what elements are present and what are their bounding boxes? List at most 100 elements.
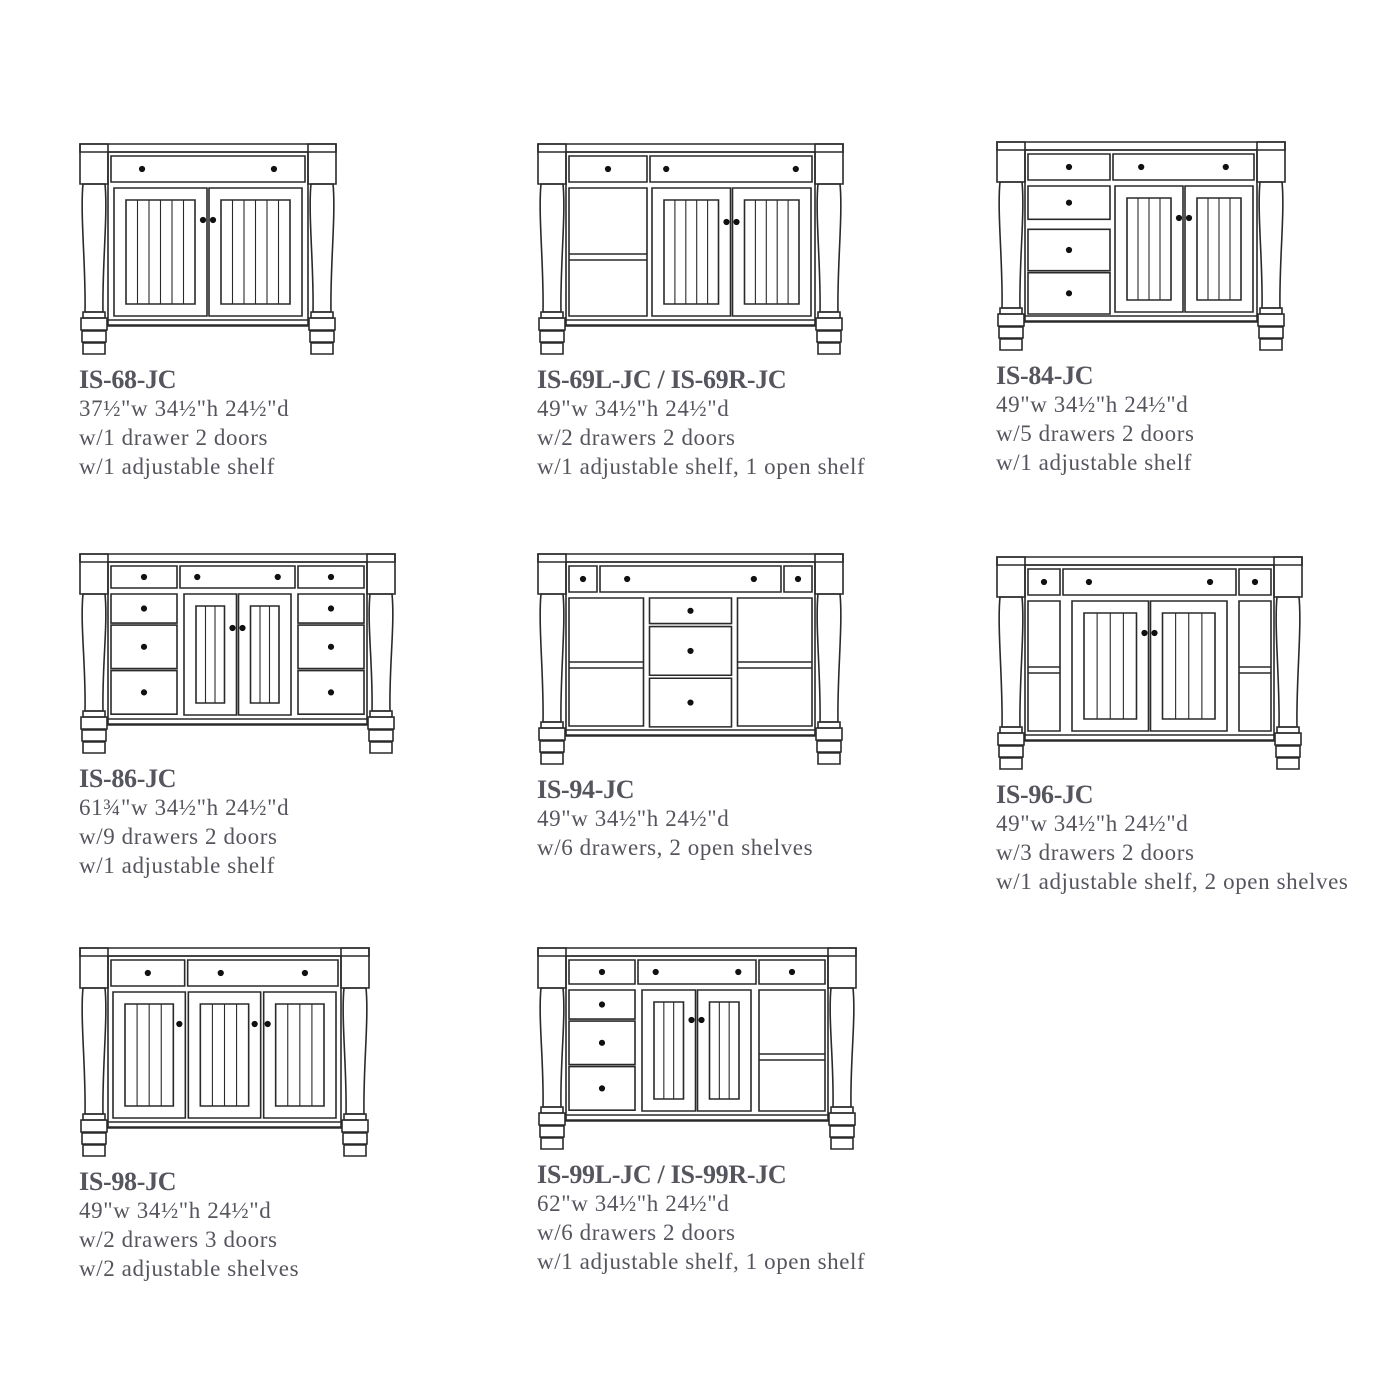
knob	[1207, 579, 1212, 584]
drawer-front	[111, 156, 305, 182]
leg-ring	[83, 711, 105, 717]
spec-line: 49"w 34½"h 24½"d	[996, 392, 1189, 417]
leg-foot-ring	[83, 1145, 105, 1156]
leg-foot-ring	[541, 753, 563, 764]
spec-line: w/5 drawers 2 doors	[996, 421, 1195, 446]
knob	[141, 690, 146, 695]
cabinet-item: IS-86-JC 61¾"w 34½"h 24½"d w/9 drawers 2…	[79, 552, 396, 880]
cabinet-item: IS-69L-JC / IS-69R-JC 49"w 34½"h 24½"d w…	[537, 142, 865, 481]
knob	[271, 166, 276, 171]
leg-spindle	[540, 594, 564, 722]
spec-line: 62"w 34½"h 24½"d	[537, 1191, 730, 1216]
door-frame	[1185, 186, 1253, 312]
drawer-front	[298, 625, 364, 669]
knob	[328, 690, 333, 695]
countertop	[538, 948, 856, 956]
leg-foot-ring	[1260, 339, 1282, 350]
door-frame	[209, 188, 302, 316]
knob	[302, 970, 307, 975]
leg-foot-ring	[343, 1133, 367, 1144]
knob	[210, 217, 215, 222]
open-shelf-bay	[1028, 601, 1060, 731]
cabinet-drawing	[537, 946, 857, 1153]
drawer-front	[1063, 569, 1236, 595]
leg-spindle	[1259, 182, 1283, 308]
leg-ring	[1277, 727, 1299, 733]
model-number: IS-68-JC	[79, 365, 177, 394]
door-panel	[745, 200, 800, 304]
spec-line: 49"w 34½"h 24½"d	[79, 1198, 272, 1223]
door-frame	[188, 992, 260, 1118]
knob	[625, 576, 630, 581]
spec-line: w/2 adjustable shelves	[79, 1256, 300, 1281]
leg-spindle	[82, 594, 106, 711]
countertop	[80, 144, 336, 152]
leg-foot-ring	[540, 1126, 564, 1137]
open-shelf-bay	[569, 188, 647, 316]
leg-ring	[818, 312, 840, 318]
leg-foot-ring	[309, 318, 335, 330]
door-panel	[710, 1002, 740, 1099]
leg-foot-ring	[83, 742, 105, 753]
leg-foot-ring	[83, 343, 105, 354]
model-number: IS-69L-JC / IS-69R-JC	[537, 365, 787, 394]
knob	[724, 219, 729, 224]
cabinet-body	[108, 956, 341, 1128]
cabinet-body	[1025, 565, 1274, 741]
knob	[145, 970, 150, 975]
door-panel	[251, 606, 280, 703]
knob	[664, 166, 669, 171]
leg-foot-ring	[1277, 758, 1299, 769]
knob	[1086, 579, 1091, 584]
leg-foot-ring	[1000, 339, 1022, 350]
leg-block	[997, 142, 1025, 182]
drawer-front	[650, 156, 812, 182]
door-frame	[1072, 601, 1149, 731]
leg-spindle	[817, 184, 841, 312]
cabinet-body	[108, 562, 367, 725]
leg-spindle	[540, 184, 564, 312]
knob	[795, 576, 800, 581]
knob	[218, 970, 223, 975]
leg-ring	[1000, 727, 1022, 733]
countertop	[997, 142, 1285, 150]
drawer-front	[1028, 273, 1110, 314]
cabinet-item: IS-98-JC 49"w 34½"h 24½"d w/2 drawers 3 …	[79, 946, 370, 1283]
leg-spindle	[82, 184, 106, 312]
leg-foot-ring	[999, 327, 1023, 338]
spec-line: w/1 adjustable shelf	[996, 450, 1192, 475]
leg-foot-ring	[539, 1113, 565, 1125]
knob	[1142, 630, 1147, 635]
leg-foot-ring	[817, 741, 841, 752]
leg-block	[997, 557, 1025, 597]
knob	[699, 1017, 704, 1022]
spec-line: w/9 drawers 2 doors	[79, 824, 278, 849]
cabinet-drawing	[537, 552, 844, 768]
spec-line: 61¾"w 34½"h 24½"d	[79, 795, 290, 820]
knob	[328, 574, 333, 579]
leg-block	[80, 554, 108, 594]
knob	[1186, 215, 1191, 220]
leg-spindle	[999, 597, 1023, 727]
cabinet-item: IS-84-JC 49"w 34½"h 24½"d w/5 drawers 2 …	[996, 140, 1286, 477]
open-shelf-bay	[759, 990, 825, 1111]
leg-ring	[831, 1107, 853, 1113]
open-shelf-bay	[1239, 601, 1271, 731]
door-panel	[664, 200, 719, 304]
leg-ring	[1260, 308, 1282, 314]
knob	[275, 574, 280, 579]
drawer-front	[650, 627, 732, 676]
leg-spindle	[999, 182, 1023, 308]
drawer-front	[111, 594, 177, 623]
knob	[1139, 164, 1144, 169]
leg-foot-ring	[370, 742, 392, 753]
cabinet-body	[108, 152, 308, 326]
door-frame	[642, 990, 696, 1111]
model-number: IS-84-JC	[996, 361, 1094, 390]
knob	[599, 1002, 604, 1007]
door-frame	[264, 992, 336, 1118]
leg-foot-ring	[829, 1113, 855, 1125]
leg-ring	[83, 312, 105, 318]
leg-foot-ring	[541, 343, 563, 354]
leg-foot-ring	[816, 728, 842, 740]
